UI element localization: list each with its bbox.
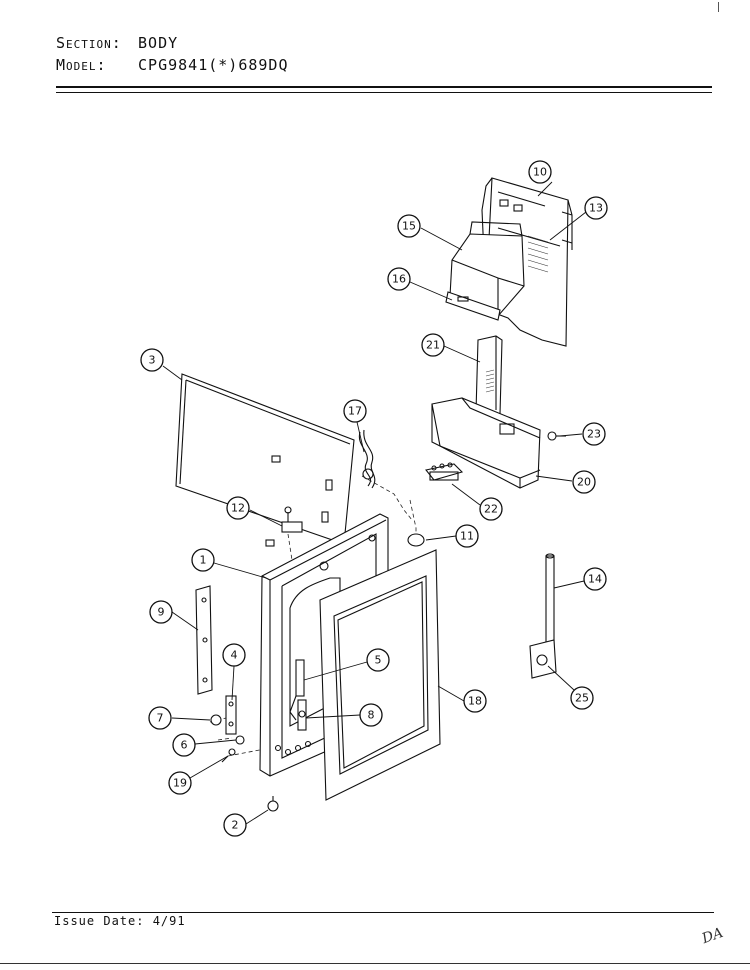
svg-text:2: 2 <box>232 819 239 832</box>
part-terminal-block <box>425 462 464 481</box>
svg-text:20: 20 <box>577 476 591 489</box>
part-gas-valve <box>529 639 557 679</box>
svg-text:7: 7 <box>157 712 164 725</box>
header-rule-thin <box>56 92 712 93</box>
svg-text:22: 22 <box>484 503 498 516</box>
callout-22: 22 <box>479 497 503 521</box>
part-hinge-left <box>225 695 237 735</box>
svg-text:14: 14 <box>588 573 602 586</box>
part-wire-harness <box>358 429 376 489</box>
callout-1: 1 <box>191 548 215 572</box>
header-rule-thick <box>56 86 712 88</box>
svg-text:18: 18 <box>468 695 482 708</box>
svg-text:10: 10 <box>533 166 547 179</box>
model-label: Model: <box>56 56 107 74</box>
section-header: Section: BODY <box>56 34 178 52</box>
callout-12: 12 <box>226 496 250 520</box>
part-gas-pipe <box>545 553 555 649</box>
part-rear-panel <box>175 373 355 547</box>
callout-6: 6 <box>172 733 196 757</box>
part-hinge-5 <box>289 659 305 721</box>
svg-text:6: 6 <box>181 739 188 752</box>
footer-rule <box>52 912 714 913</box>
callout-15: 15 <box>397 214 421 238</box>
svg-text:12: 12 <box>231 502 245 515</box>
callout-9: 9 <box>149 600 173 624</box>
callout-5: 5 <box>366 648 390 672</box>
callout-8: 8 <box>359 703 383 727</box>
svg-text:1: 1 <box>200 554 207 567</box>
callout-18: 18 <box>463 689 487 713</box>
part-manifold-channel <box>431 397 541 489</box>
callout-10: 10 <box>528 160 552 184</box>
callout-13: 13 <box>584 196 608 220</box>
callout-7: 7 <box>148 706 172 730</box>
part-washer-7 <box>210 714 222 726</box>
callout-20: 20 <box>572 470 596 494</box>
svg-text:9: 9 <box>158 606 165 619</box>
svg-text:11: 11 <box>460 530 474 543</box>
svg-text:21: 21 <box>426 339 440 352</box>
callout-21: 21 <box>421 333 445 357</box>
svg-text:13: 13 <box>589 202 603 215</box>
part-screw-19 <box>221 748 236 763</box>
svg-text:19: 19 <box>173 777 187 790</box>
callout-11: 11 <box>455 524 479 548</box>
part-flue-bracket <box>445 291 501 321</box>
leader-lines <box>162 181 587 825</box>
callout-17: 17 <box>343 399 367 423</box>
part-flue-duct <box>449 221 525 317</box>
part-side-strip <box>195 585 213 695</box>
part-hinge-8 <box>297 699 307 731</box>
issue-date: Issue Date: 4/91 <box>54 914 186 928</box>
section-label: Section: <box>56 34 122 52</box>
callout-25: 25 <box>570 686 594 710</box>
svg-text:15: 15 <box>402 220 416 233</box>
svg-text:8: 8 <box>368 709 375 722</box>
svg-text:16: 16 <box>392 273 406 286</box>
callout-16: 16 <box>387 267 411 291</box>
svg-text:25: 25 <box>575 692 589 705</box>
svg-text:5: 5 <box>375 654 382 667</box>
model-header: Model: CPG9841(*)689DQ <box>56 56 289 74</box>
svg-text:23: 23 <box>587 428 601 441</box>
callout-14: 14 <box>583 567 607 591</box>
part-bumper <box>407 533 425 547</box>
callout-4: 4 <box>222 643 246 667</box>
svg-text:3: 3 <box>149 354 156 367</box>
part-leveler-2 <box>267 796 279 812</box>
part-door <box>319 549 441 801</box>
callout-19: 19 <box>168 771 192 795</box>
callout-3: 3 <box>140 348 164 372</box>
svg-text:4: 4 <box>231 649 238 662</box>
callout-23: 23 <box>582 422 606 446</box>
part-nut-6 <box>235 735 245 745</box>
callout-2: 2 <box>223 813 247 837</box>
corner-tick <box>718 2 719 12</box>
bottom-rule <box>0 963 750 964</box>
section-value: BODY <box>138 34 179 52</box>
part-clip <box>281 506 303 533</box>
model-value: CPG9841(*)689DQ <box>138 56 289 74</box>
svg-text:17: 17 <box>348 405 362 418</box>
